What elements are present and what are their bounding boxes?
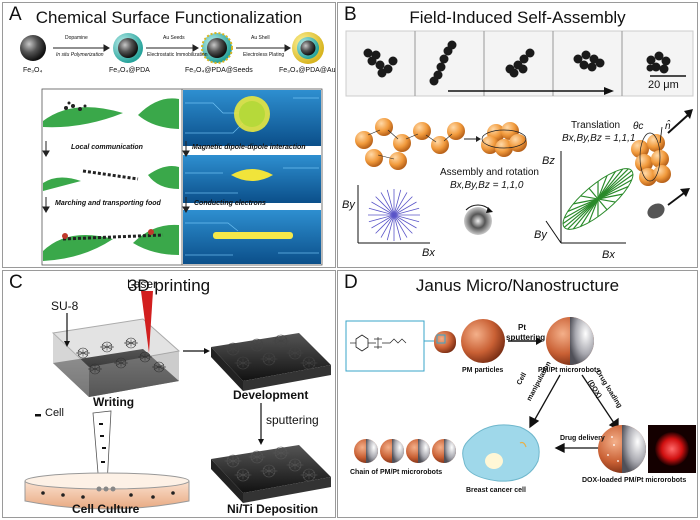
step-label: In situ Polymerization: [56, 52, 104, 58]
janus-diagram: [345, 317, 696, 482]
assembly-label: Assembly and rotation: [440, 167, 539, 178]
panel-label: B: [344, 4, 357, 25]
step-development: Development: [233, 388, 309, 402]
step-culture: Cell Culture: [72, 502, 140, 516]
translation-label: Translation: [571, 120, 621, 131]
small-particle: [434, 331, 456, 353]
pm-particle: [461, 319, 505, 363]
microrobots-label: PM/Pt microrobots: [538, 367, 601, 374]
self-assembly-diagram: [345, 30, 694, 244]
caption-right: Conducting electrons: [194, 200, 266, 207]
particle-label: Fe₃O₄@PDA@Seeds: [185, 67, 253, 74]
pt-label: Pt: [518, 323, 526, 332]
rotating-field-diagram: [357, 185, 493, 244]
particle-label: Fe₃O₄@PDA: [109, 67, 150, 74]
panel-d: D Janus Micro/Nanostructure: [337, 270, 698, 518]
drug-delivery-label: Drug delivery: [560, 435, 605, 442]
step-label: Au Shell: [251, 35, 270, 41]
axis-label: Bx: [422, 247, 435, 259]
step-label: Electroless Plating: [243, 52, 285, 58]
fluorescence-image: [648, 425, 696, 473]
molecule-box: [345, 320, 440, 372]
laser-beam: [64, 291, 153, 353]
particle-gold: [292, 32, 324, 64]
panel-c: C 3D printing: [2, 270, 336, 518]
writing-substrate: [51, 318, 181, 397]
step-label: Au Seeds: [163, 35, 185, 41]
particle-fe3o4: [20, 35, 46, 61]
culture-dish: [24, 472, 190, 510]
step-label: Electrostatic Immobilization: [147, 52, 208, 58]
step-label: Dopamine: [65, 35, 88, 41]
arrow-pt: [508, 337, 543, 345]
dox-microrobot: [598, 425, 646, 473]
theta-label: θc: [633, 121, 644, 132]
micrograph-strip: [345, 30, 694, 97]
su8-label: SU-8: [51, 299, 79, 313]
arrow-write-develop: [183, 348, 210, 354]
caption-right: Magnetic dipole-dipole interaction: [192, 144, 306, 151]
panel-label: D: [344, 272, 358, 293]
translation-field-label: Bx,By,Bz = 1,1,1: [562, 133, 636, 144]
panel-title: 3D printing: [127, 276, 211, 295]
cancer-label: Breast cancer cell: [466, 487, 526, 494]
dox-label: DOX-loaded PM/Pt microrobots: [582, 477, 687, 484]
particle-fe3o4-pda: [113, 33, 143, 63]
cancer-cell: [462, 424, 540, 482]
arrow-sputtering: [258, 403, 264, 445]
step-writing: Writing: [93, 395, 135, 409]
circuit-panels: [183, 90, 321, 264]
scale-bar-label: 20 μm: [648, 79, 679, 91]
particle-label: Fe₃O₄@PDA@Au: [279, 67, 336, 74]
particle-seeds: [201, 32, 233, 64]
panel-a: A Chemical Surface Functionalization: [2, 2, 336, 268]
microrobot-chain: [354, 439, 456, 463]
printing-diagram: [24, 291, 331, 510]
assembly-field-label: Bx,By,Bz = 1,1,0: [450, 180, 524, 191]
panel-b: B Field-Induced Self-Assembly: [337, 2, 698, 268]
pipette: [35, 410, 112, 486]
leaf-row-2: [43, 166, 179, 191]
panel-title: Janus Micro/Nanostructure: [415, 276, 620, 295]
leaf-row-1: [43, 98, 179, 129]
orange-chain: [355, 118, 527, 170]
pm-pt-microrobot: [546, 317, 594, 365]
panel-label: C: [9, 272, 23, 293]
development-substrate: [211, 333, 331, 391]
panel-title: Field-Induced Self-Assembly: [409, 8, 626, 27]
step-sputtering: sputtering: [266, 413, 319, 427]
translation-field-diagram: [545, 109, 693, 244]
caption-left: Local communication: [71, 144, 143, 151]
panel-label: A: [9, 4, 22, 25]
particle-synthesis-diagram: [20, 32, 324, 266]
axis-label: Bz: [542, 155, 555, 167]
normal-label: n̂: [665, 121, 671, 132]
step-deposition: Ni/Ti Deposition: [227, 502, 319, 516]
axis-label: Bx: [602, 249, 615, 261]
row-arrows: [42, 141, 190, 213]
particle-label: Fe₃O₄: [23, 67, 43, 74]
deposition-substrate: [211, 445, 331, 503]
chain-label: Chain of PM/Pt microrobots: [350, 469, 443, 476]
axis-label: By: [534, 229, 547, 241]
axis-label: By: [342, 199, 355, 211]
cell-label: Cell: [45, 407, 64, 419]
laser-label: Laser: [127, 277, 158, 291]
pm-particles-label: PM particles: [462, 367, 504, 374]
leaf-row-3: [43, 224, 179, 261]
caption-left: Marching and transporting food: [55, 200, 161, 207]
pt-label: sputtering: [506, 333, 546, 342]
step-arrows: [53, 44, 291, 52]
panel-title: Chemical Surface Functionalization: [35, 8, 303, 27]
